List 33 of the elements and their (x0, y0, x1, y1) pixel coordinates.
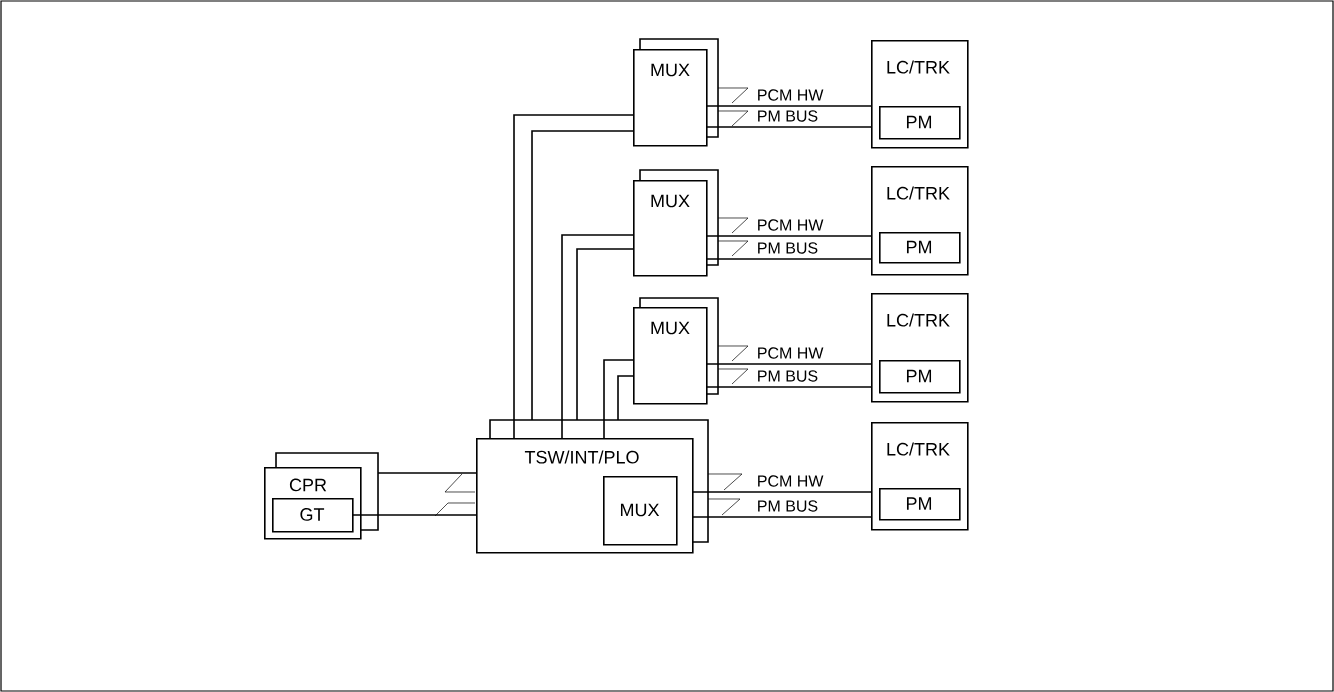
connector-line (513, 114, 634, 439)
edge-label: PM BUS (755, 369, 820, 383)
connector-line (705, 105, 872, 107)
connector-line (705, 258, 872, 260)
connector-line (691, 516, 872, 518)
edge-label: PCM HW (755, 346, 825, 360)
connector-line (531, 130, 634, 421)
edge-label: PCM HW (755, 474, 825, 488)
connector-line (617, 375, 634, 421)
mux-box: MUX (633, 38, 719, 147)
pm-box: PM (879, 106, 961, 140)
connector-line (603, 359, 634, 439)
gt-box: GT (272, 498, 354, 533)
edge-label: PCM HW (755, 88, 825, 102)
connector-line (705, 126, 872, 128)
edge-label: PM BUS (755, 241, 820, 255)
connector-line (705, 386, 872, 388)
edge-label: PM BUS (755, 499, 820, 513)
connector-line (705, 235, 872, 237)
pm-box: PM (879, 488, 961, 521)
connector-line (351, 514, 477, 516)
connector-line (705, 363, 872, 365)
connector-line (377, 472, 477, 474)
pm-box: PM (879, 360, 961, 394)
pm-box: PM (879, 232, 961, 264)
connector-line (576, 248, 634, 421)
mux-box: MUX (633, 297, 719, 405)
mux-box: MUX (633, 169, 719, 277)
connector-line (561, 234, 634, 439)
edge-label: PCM HW (755, 218, 825, 232)
connector-line (691, 491, 872, 493)
mux-box: MUX (603, 476, 678, 546)
edge-label: PM BUS (755, 109, 820, 123)
